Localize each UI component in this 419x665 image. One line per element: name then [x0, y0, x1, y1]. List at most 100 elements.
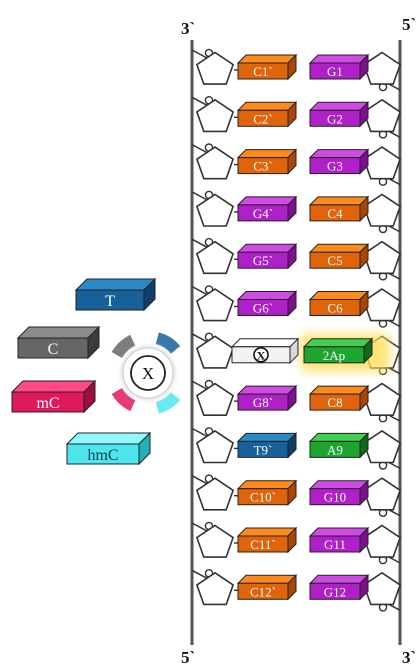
- base-right-label: C4: [327, 206, 343, 221]
- base-right-label: G11: [324, 537, 346, 552]
- base-left-label: G8`: [253, 395, 273, 410]
- strand-label-top-right: 5`: [402, 15, 416, 34]
- base-left-label: C2`: [253, 111, 273, 126]
- base-left: [236, 101, 298, 128]
- sugar-left: [195, 429, 235, 464]
- base-right: [308, 101, 370, 128]
- arrow-to-hmc: [155, 392, 181, 414]
- sugar-left: [195, 288, 235, 322]
- sugar-right: [362, 146, 402, 180]
- phosphate-link-left: [191, 427, 208, 438]
- base-right-label: G10: [324, 490, 346, 505]
- base-pair-row: C3` G3: [191, 143, 402, 186]
- base-left: [236, 195, 298, 223]
- base-right: [308, 432, 370, 459]
- base-pair-row: C2` G2: [191, 96, 402, 139]
- base-pair-row: C10` G10: [191, 474, 402, 518]
- sugar-left: [195, 571, 235, 606]
- phosphate-link-left: [191, 143, 208, 154]
- base-left-label: C10`: [250, 490, 276, 505]
- base-right: [308, 53, 370, 81]
- base-right: [302, 337, 374, 365]
- sugar-left: [195, 477, 235, 511]
- strand-label-bottom-left: 5`: [181, 648, 195, 665]
- option-label: C: [48, 341, 59, 358]
- base-right: [308, 574, 370, 601]
- base-right-label: C5: [327, 253, 342, 268]
- base-pair-row: G6` C6: [191, 285, 402, 328]
- base-pair-row: G5`C5: [191, 237, 402, 281]
- base-left-label: C11`: [250, 537, 276, 552]
- base-right-label: G2: [327, 111, 343, 126]
- base-left-label: C3`: [253, 159, 273, 174]
- base-pair-row: G4` C4: [191, 190, 402, 234]
- base-pair-row: X 2Ap: [191, 332, 402, 376]
- base-left: [236, 242, 298, 270]
- phosphate-link-left: [191, 285, 208, 296]
- option-label: mC: [36, 395, 59, 412]
- option-label: T: [105, 293, 115, 310]
- base-left: [236, 526, 298, 554]
- arrow-to-mc: [111, 388, 136, 412]
- base-left: [230, 337, 300, 365]
- base-pair-row: C12`G12: [191, 569, 402, 612]
- sugar-left: [195, 524, 235, 558]
- phosphate-link-left: [191, 96, 208, 106]
- base-left-label: C1`: [253, 64, 273, 79]
- base-right: [308, 526, 370, 554]
- sugar-right: [362, 240, 402, 275]
- base-left-label: G4`: [253, 206, 273, 221]
- phosphate-link-left: [191, 380, 208, 390]
- arrow-to-c: [111, 334, 136, 358]
- option-box-t: [74, 277, 157, 312]
- sugar-right: [362, 51, 402, 85]
- base-left-label: G6`: [253, 301, 273, 316]
- base-right-label: A9: [327, 442, 343, 457]
- option-box-c: [16, 325, 101, 360]
- sugar-right: [362, 382, 402, 417]
- sugar-right: [362, 98, 402, 133]
- sugar-right: [362, 288, 402, 322]
- base-left: [236, 384, 298, 412]
- option-box-mc: [10, 379, 97, 414]
- base-right-label: 2Ap: [323, 348, 345, 363]
- sugar-left: [195, 382, 235, 417]
- base-left: [236, 479, 298, 506]
- base-right: [308, 479, 370, 506]
- strand-label-bottom-right: 3`: [402, 648, 416, 665]
- base-left: [236, 432, 298, 459]
- phosphate-link-left: [191, 238, 208, 248]
- sugar-right: [362, 429, 402, 464]
- unknown-base-center: [130, 355, 166, 391]
- base-right: [308, 148, 370, 175]
- sugar-right: [362, 477, 402, 511]
- sugar-left: [195, 146, 235, 180]
- base-left: [236, 574, 298, 601]
- phosphate-link-left: [191, 522, 208, 532]
- base-pair-row: C1`G1: [191, 48, 402, 92]
- base-left-label: T9`: [254, 442, 273, 457]
- sugar-left: [195, 98, 235, 133]
- sugar-right: [362, 524, 402, 558]
- arrow-to-t: [155, 332, 181, 354]
- base-right: [308, 384, 370, 412]
- phosphate-link-left: [191, 49, 208, 59]
- base-left: [236, 53, 298, 81]
- option-box-hmc: [65, 431, 152, 466]
- strand-label-top-left: 3`: [181, 19, 195, 38]
- sugar-left: [195, 335, 235, 369]
- base-right-label: C8: [327, 395, 342, 410]
- base-right-label: C6: [327, 301, 343, 316]
- sugar-right: [362, 571, 402, 606]
- base-left-label: X: [257, 348, 266, 362]
- option-label: hmC: [87, 447, 118, 464]
- base-right-label: G3: [327, 159, 343, 174]
- base-right-label: G12: [324, 584, 346, 599]
- sugar-left: [195, 51, 235, 85]
- phosphate-link-left: [191, 569, 208, 579]
- phosphate-link-left: [191, 475, 208, 485]
- sugar-left: [195, 240, 235, 275]
- phosphate-link-left: [191, 333, 208, 343]
